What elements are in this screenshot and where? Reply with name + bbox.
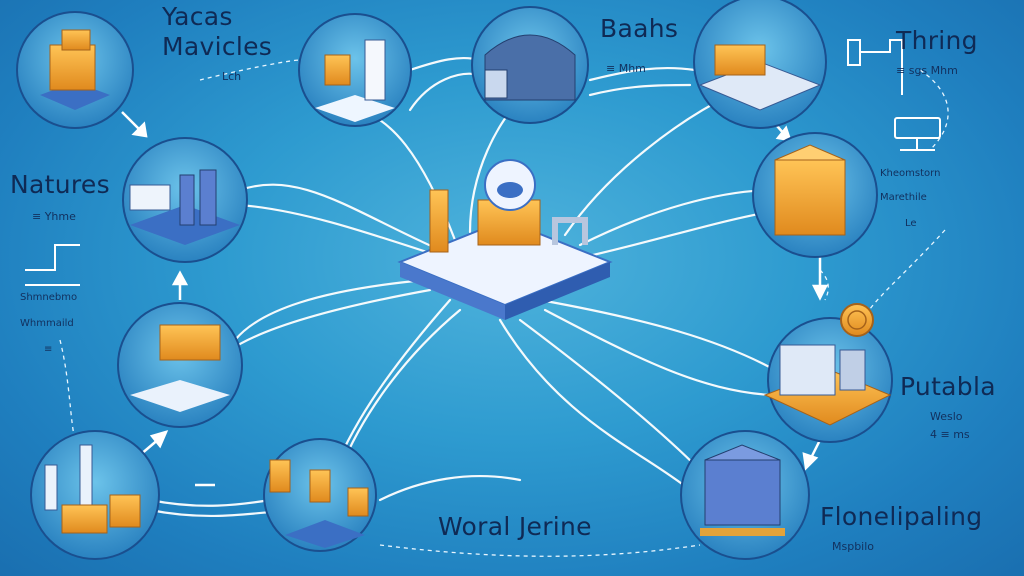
label-natures-sub: ≡ Yhme — [32, 210, 76, 223]
label-yacas: Yacas — [162, 2, 233, 31]
line-icons — [25, 39, 941, 286]
machine-platform-icon — [763, 344, 892, 426]
city-icon — [44, 444, 141, 534]
label-flonelipaling: Flonelipaling — [820, 502, 983, 531]
label-right-note1: Kheomstorn — [880, 168, 941, 179]
label-right-note3: Le — [905, 218, 917, 229]
dome-device-icon — [484, 34, 576, 101]
label-baahs: Baahs — [600, 14, 679, 43]
plug-icon — [847, 39, 903, 95]
cube-icon — [40, 29, 110, 110]
label-flonelipaling-sub: Mspbilo — [832, 540, 875, 553]
gear-icon — [484, 159, 536, 211]
label-mavicles-sub: Lch — [222, 70, 242, 83]
label-baahs-sub: ≡ Mhm — [606, 62, 646, 75]
panel-array-icon — [269, 459, 369, 548]
flow-icon — [25, 244, 80, 286]
label-putabla: Putabla — [900, 372, 996, 401]
central-hub — [397, 159, 613, 320]
label-left-note2: Whmmaild — [20, 318, 74, 329]
label-putabla-sub1: Weslo — [930, 410, 963, 423]
label-thring: Thring — [896, 26, 978, 55]
label-thring-sub: ≡ sgs Mhm — [896, 64, 958, 77]
label-putabla-sub2: 4 ≡ ms — [930, 428, 970, 441]
arrows — [121, 111, 832, 487]
label-left-note3: ≡ — [44, 344, 53, 355]
label-woral-jerine: Woral Jerine — [438, 512, 592, 541]
crate-stack-icon — [130, 324, 230, 412]
monitor-icon — [894, 117, 941, 151]
label-right-note2: Marethile — [880, 192, 927, 203]
label-natures: Natures — [10, 170, 110, 199]
node-icons — [40, 29, 892, 548]
coin-icon — [840, 303, 874, 337]
label-mavicles: Mavicles — [162, 32, 273, 61]
server-box-icon — [698, 44, 822, 111]
dashed-links — [59, 59, 949, 557]
rack-cluster-icon — [129, 169, 240, 245]
label-left-note1: Shmnebmo — [20, 292, 78, 303]
server-rack-icon — [315, 39, 395, 122]
processing-unit-icon — [700, 444, 785, 536]
pipe-icon — [552, 217, 588, 245]
package-icon — [774, 144, 846, 236]
